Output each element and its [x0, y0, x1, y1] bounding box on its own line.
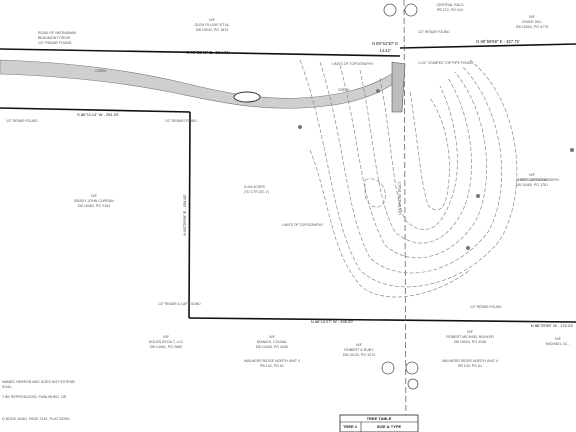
bearing-north-short-dist: 14.42'	[379, 48, 390, 53]
owner-top-center: GLEN FILLING ET AL	[194, 23, 229, 27]
note-topography: LIMITS OF TOPOGRAPHY	[332, 62, 374, 66]
north-boundary-line	[0, 48, 401, 57]
bearing-labels: S 89°53'49" E - 564.06' N 89°54'30" E 14…	[77, 39, 574, 328]
owner-top-far-right: CRAVE HILL	[522, 20, 543, 24]
owner-bottom-2: PB 142, PG 61	[260, 364, 284, 368]
inner-top-boundary-line	[0, 107, 191, 113]
footnote-line: NAMED HEREON AND DOES NOT EXTEND	[2, 380, 75, 384]
tree-table-frame	[339, 414, 419, 432]
creek	[0, 59, 406, 113]
owner-bottom-3: ROBERT & RUBY	[344, 348, 374, 352]
owner-top-right: PB 272, PG 414	[437, 8, 463, 12]
note-creek: CREEK	[338, 88, 350, 92]
owner-bottom-2: WALNERS RIDGE NORTH UNIT 4	[244, 359, 300, 363]
owner-bottom-1: N/F	[163, 335, 170, 339]
note-topography: LIMITS OF TOPOGRAPHY	[282, 223, 324, 227]
owner-right-side: DB 10460, PG 1761	[516, 183, 548, 187]
note-rebar-found: 1/2" REBAR FOUND	[470, 305, 502, 309]
monument-symbol	[404, 3, 418, 17]
owner-top-far-right: DB 10002, PG 4779	[516, 25, 548, 29]
road-title-line: ROAD OF NEONAMAN	[38, 31, 77, 35]
owner-top-center: N/F	[209, 18, 216, 22]
annotation-notes: 1/2" REBAR FOUND 1-1/2" CRIMPED TOP PIPE…	[6, 30, 560, 309]
note-left-rebar: 1/2" REBAR FOUND	[6, 119, 38, 123]
bearing-inner-top: S 86°11'14" W - 251.93'	[77, 112, 119, 117]
owner-bottom-4: ROBERT MICHAEL BOHLER	[446, 335, 494, 339]
road-title: ROAD OF NEONAMAN BEAUMONT DRIVE 1/2" REB…	[38, 31, 77, 45]
owner-right-side: N/F	[529, 173, 536, 177]
owner-bottom-2: DIANA N. COLBAL	[257, 340, 288, 344]
owner-bottom-4: PB 134, PG 61	[458, 364, 482, 368]
owner-bottom-4: N/F	[467, 330, 474, 334]
bearing-north: S 89°53'49" E - 564.06'	[186, 50, 229, 55]
owner-labels: N/F GLEN FILLING ET AL DB 19042, PG 1813…	[74, 3, 570, 368]
owner-left-parcel: N/F	[91, 194, 98, 198]
tree-markers	[298, 89, 574, 250]
note-area: (TO CTR 237.1')	[244, 190, 269, 194]
pond-ellipse	[233, 91, 261, 103]
tree-table-col2: SIZE & TYPE	[377, 424, 402, 429]
owner-bottom-2: N/F	[269, 335, 276, 339]
owner-bottom-1: DB 14461, PG 2680	[150, 345, 182, 349]
owner-top-center: DB 19042, PG 1813	[196, 28, 228, 32]
owner-top-far-right: N/F	[529, 15, 536, 19]
bearing-inner-left: N 00°29'56" E - 254.82'	[182, 194, 187, 236]
monument-symbol	[381, 361, 395, 375]
note-rebar-found: 1/2" REBAR FOUND	[418, 30, 450, 34]
owner-bottom-4: WALNERS RIDGE NORTH UNIT 4	[442, 359, 498, 363]
bearing-south-right: N 88°29'59" W - 172.23'	[531, 323, 574, 328]
tree-marker	[570, 148, 574, 152]
owner-left-parcel: DB 10462, PG 2161	[78, 204, 110, 208]
owner-bottom-1: DOLEN BYOA T, LLC	[149, 340, 184, 344]
tree-marker	[466, 246, 470, 250]
tree-table: TREE TABLE TREE # SIZE & TYPE	[339, 414, 419, 432]
creek-neck	[391, 61, 406, 113]
creek-band	[0, 59, 406, 109]
note-creek: CREEK	[95, 69, 107, 73]
footnote-line: D BOOK 10461, PAGE 2161, PLAT BOOK	[2, 417, 70, 421]
owner-top-right: CENTRAL RALS	[436, 3, 464, 7]
owner-bottom-right: MICHAEL JO...	[546, 342, 570, 346]
owner-bottom-2: DB 14426, PG 4030	[256, 345, 288, 349]
tree-table-title: TREE TABLE	[367, 416, 392, 421]
inner-left-boundary-line	[188, 111, 191, 319]
owner-bottom-4: DB 15024, PG 4346	[454, 340, 486, 344]
note-topography: LIMITS OF TOPOGRAPHY	[518, 178, 560, 182]
tree-marker	[476, 194, 480, 198]
tree-marker	[376, 89, 380, 93]
monument-symbol	[405, 361, 419, 375]
bearing-south: N 88°10'27" W - 446.20'	[311, 319, 354, 324]
north-right-boundary-line	[399, 43, 576, 49]
footnote-line: SOAL.	[2, 385, 13, 389]
footnotes: NAMED HEREON AND DOES NOT EXTEND SOAL. T…	[2, 380, 75, 421]
monument-symbols	[381, 3, 419, 390]
contours	[299, 59, 518, 298]
road-title-line: 1/2" REBAR FOUND	[38, 41, 72, 45]
owner-left-parcel: BRADY JOHN CURRAN	[74, 199, 114, 203]
tree-table-col1: TREE #	[343, 424, 358, 429]
owner-bottom-right: N/F	[555, 337, 562, 341]
footnote-line: T BE REPRODUCED, PUBLISHED, OR	[2, 395, 67, 399]
note-rebar-found: 1/2" REBAR FOUND	[165, 119, 197, 123]
south-boundary-line	[188, 317, 576, 323]
owner-right-side: STATE CAROLINA	[517, 178, 548, 182]
road-title-line: BEAUMONT DRIVE	[38, 36, 71, 40]
note-crimped-pipe: 1-1/2" CRIMPED TOP PIPE FOUND	[418, 61, 473, 65]
tree-marker	[298, 125, 302, 129]
monument-symbol	[383, 3, 397, 17]
monument-symbol	[407, 378, 419, 390]
owner-bottom-3: DB 15133, PG 1274	[343, 353, 375, 357]
note-area: 5.444 ACRES	[244, 185, 266, 189]
owner-bottom-3: N/F	[356, 343, 363, 347]
bearing-north-short: N 89°54'30" E	[372, 41, 398, 46]
note-centerline: CENTERLINE TRACT	[398, 181, 402, 215]
note-rebar-cap: 1/2" REBAR & CAP FOUND	[158, 302, 201, 306]
bearing-north-right: N 88°59'59" E - 327.75'	[476, 39, 520, 44]
